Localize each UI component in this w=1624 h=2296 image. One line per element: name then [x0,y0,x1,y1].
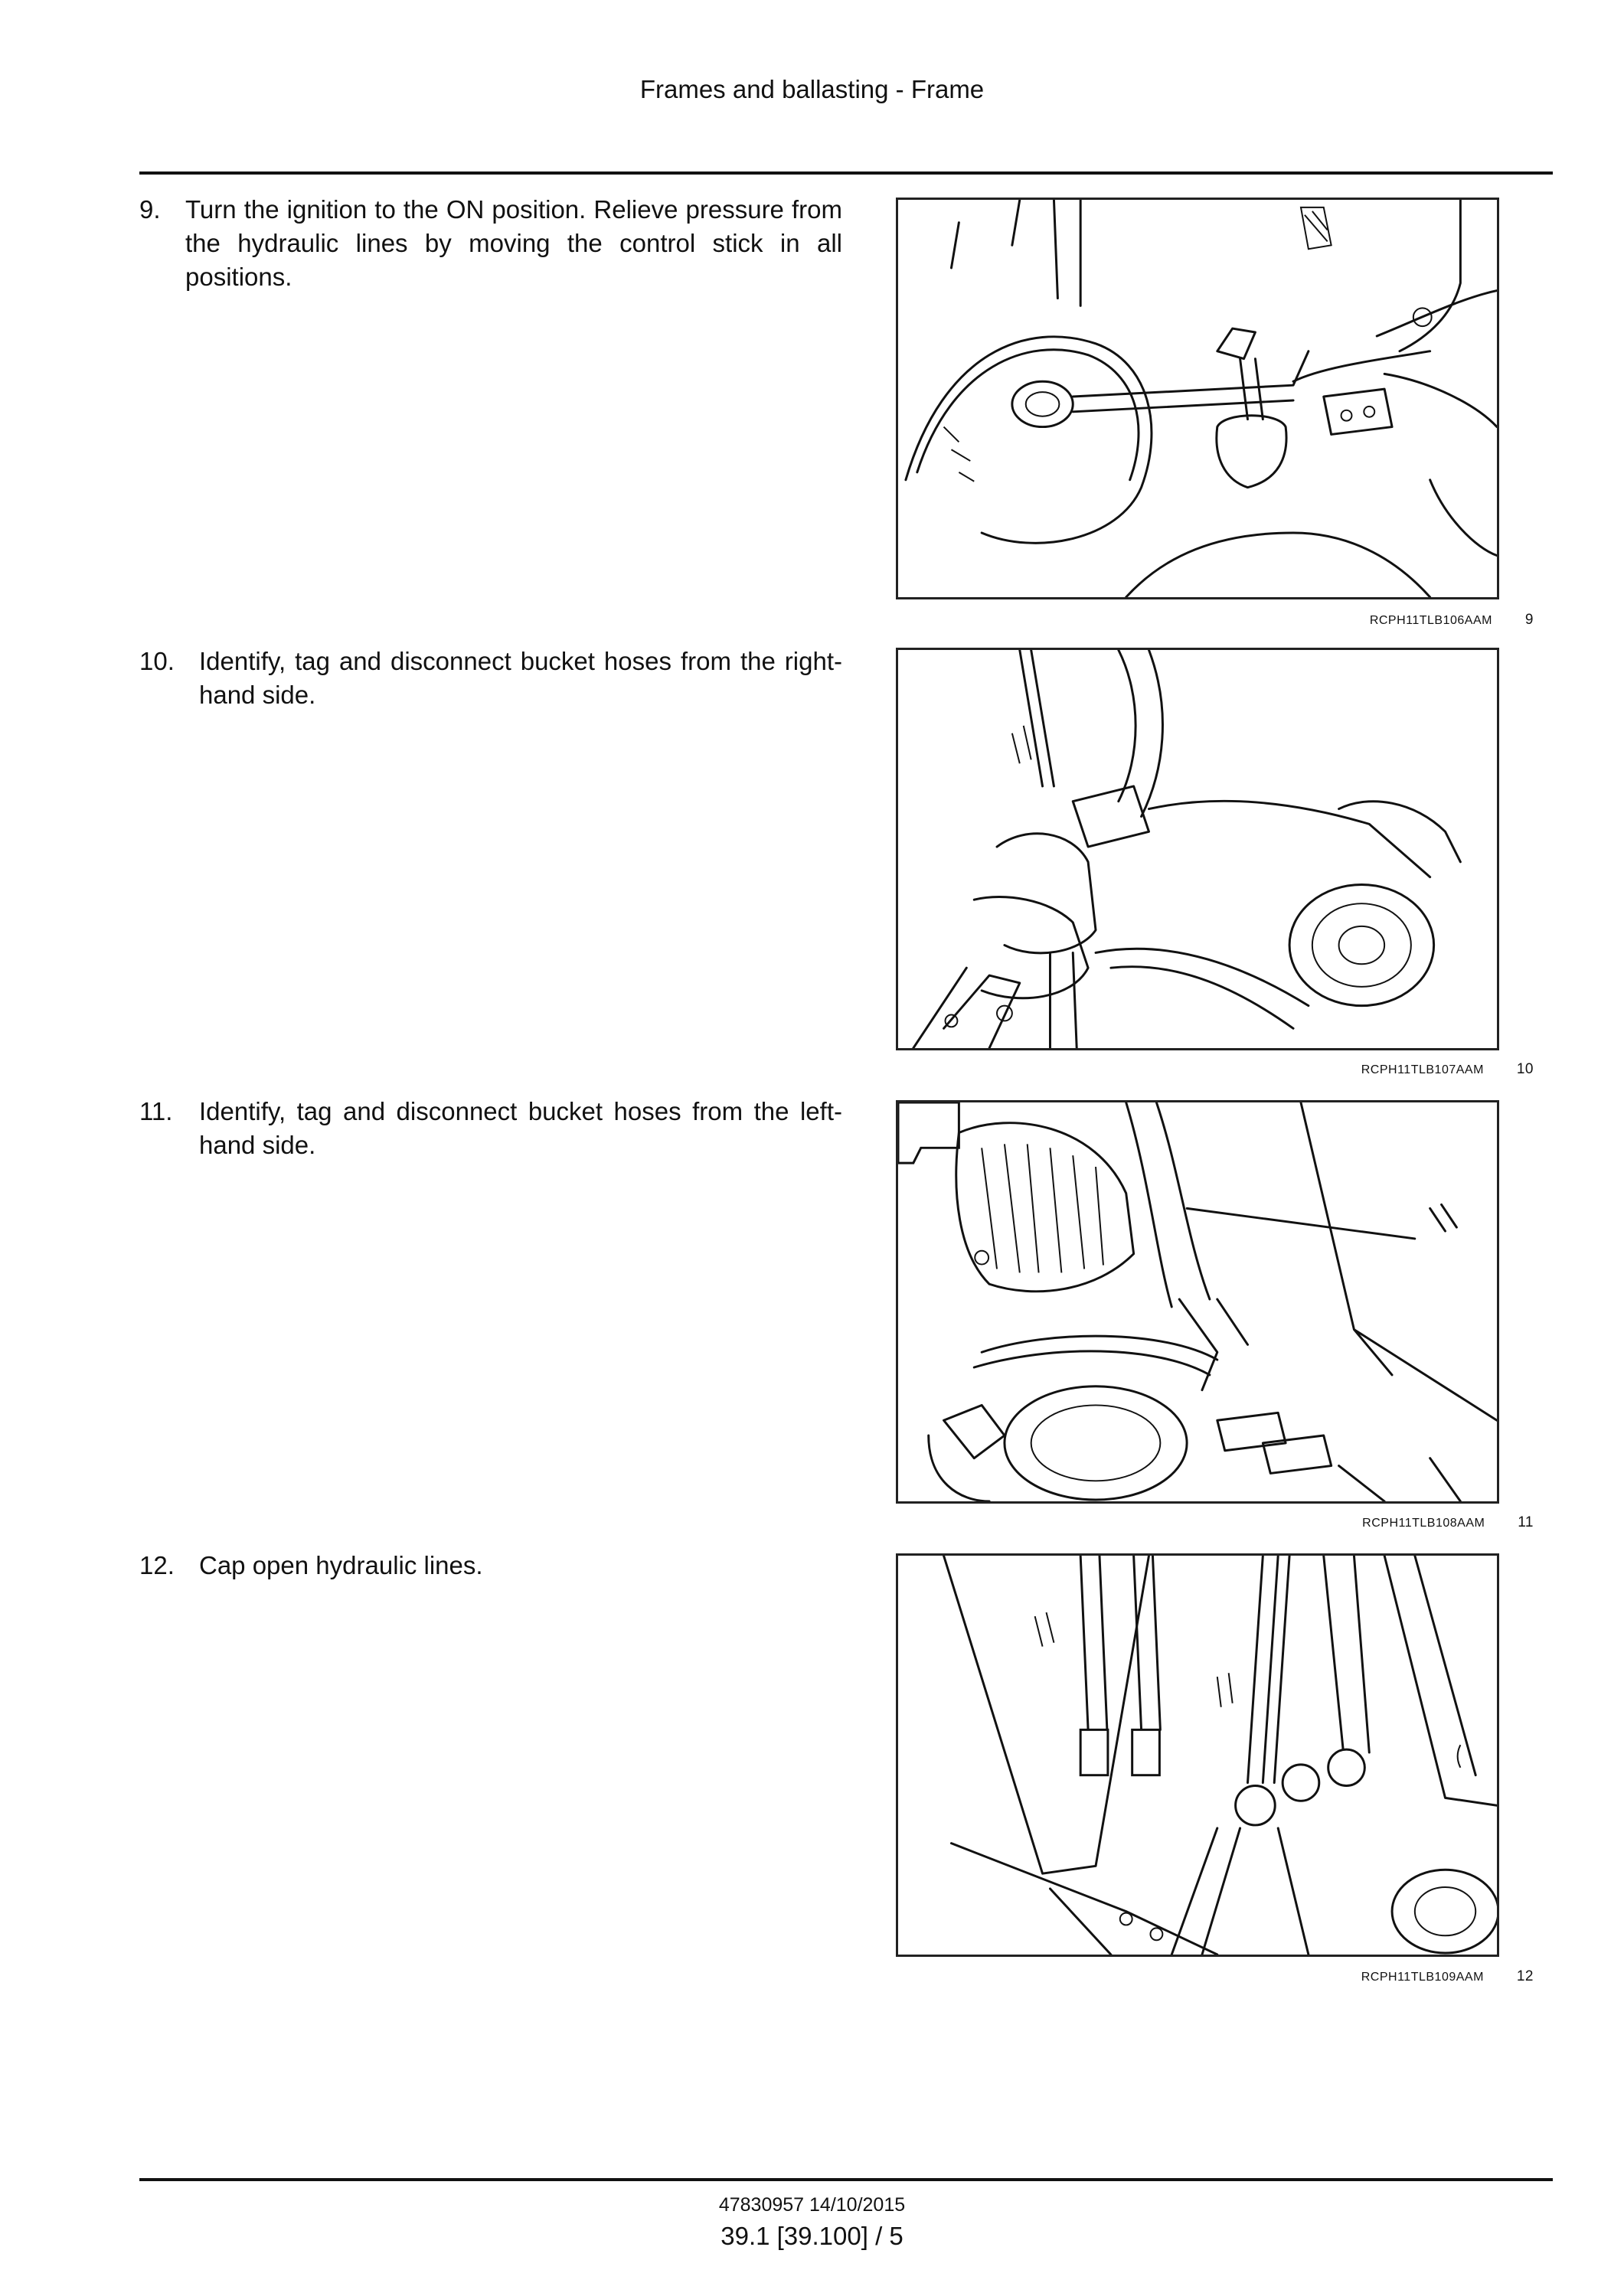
figure-9-illustration [896,198,1499,599]
step-text: Identify, tag and disconnect bucket hose… [199,1097,842,1159]
figure-code: RCPH11TLB109AAM [1361,1971,1484,1984]
figure-code: RCPH11TLB107AAM [1361,1063,1484,1076]
footer-doc-code: 47830957 14/10/2015 [718,2194,906,2216]
step-text: Cap open hydraulic lines. [199,1551,483,1579]
footer-rule [139,2178,1553,2181]
figure-9-caption: RCPH11TLB106AAM 9 [1370,612,1534,629]
figure-code: RCPH11TLB108AAM [1362,1517,1485,1530]
step-number: 10. [139,647,175,675]
step-9: 9. Turn the ignition to the ON position.… [139,193,842,294]
figure-12-caption: RCPH11TLB109AAM 12 [1361,1968,1534,1985]
step-number: 11. [139,1097,173,1125]
step-text: Turn the ignition to the ON position. Re… [185,195,842,291]
step-10: 10. Identify, tag and disconnect bucket … [139,645,842,712]
page-header-title: Frames and ballasting - Frame [639,75,985,103]
figure-12-illustration [896,1553,1499,1957]
footer-page-ref: 39.1 [39.100] / 5 [721,2222,903,2250]
figure-number: 12 [1516,1968,1534,1984]
step-number: 9. [139,195,161,224]
figure-10-illustration [896,648,1499,1050]
figure-10-caption: RCPH11TLB107AAM 10 [1361,1061,1534,1078]
figure-code: RCPH11TLB106AAM [1369,614,1492,627]
step-number: 12. [139,1551,175,1579]
figure-11-caption: RCPH11TLB108AAM 11 [1362,1514,1534,1531]
figure-number: 10 [1516,1061,1534,1077]
figure-11-illustration [896,1100,1499,1504]
header-rule [139,171,1553,175]
figure-number: 9 [1524,612,1534,628]
step-11: 11. Identify, tag and disconnect bucket … [139,1095,842,1162]
figure-number: 11 [1518,1514,1534,1530]
step-12: 12. Cap open hydraulic lines. [139,1549,842,1582]
step-text: Identify, tag and disconnect bucket hose… [199,647,842,709]
